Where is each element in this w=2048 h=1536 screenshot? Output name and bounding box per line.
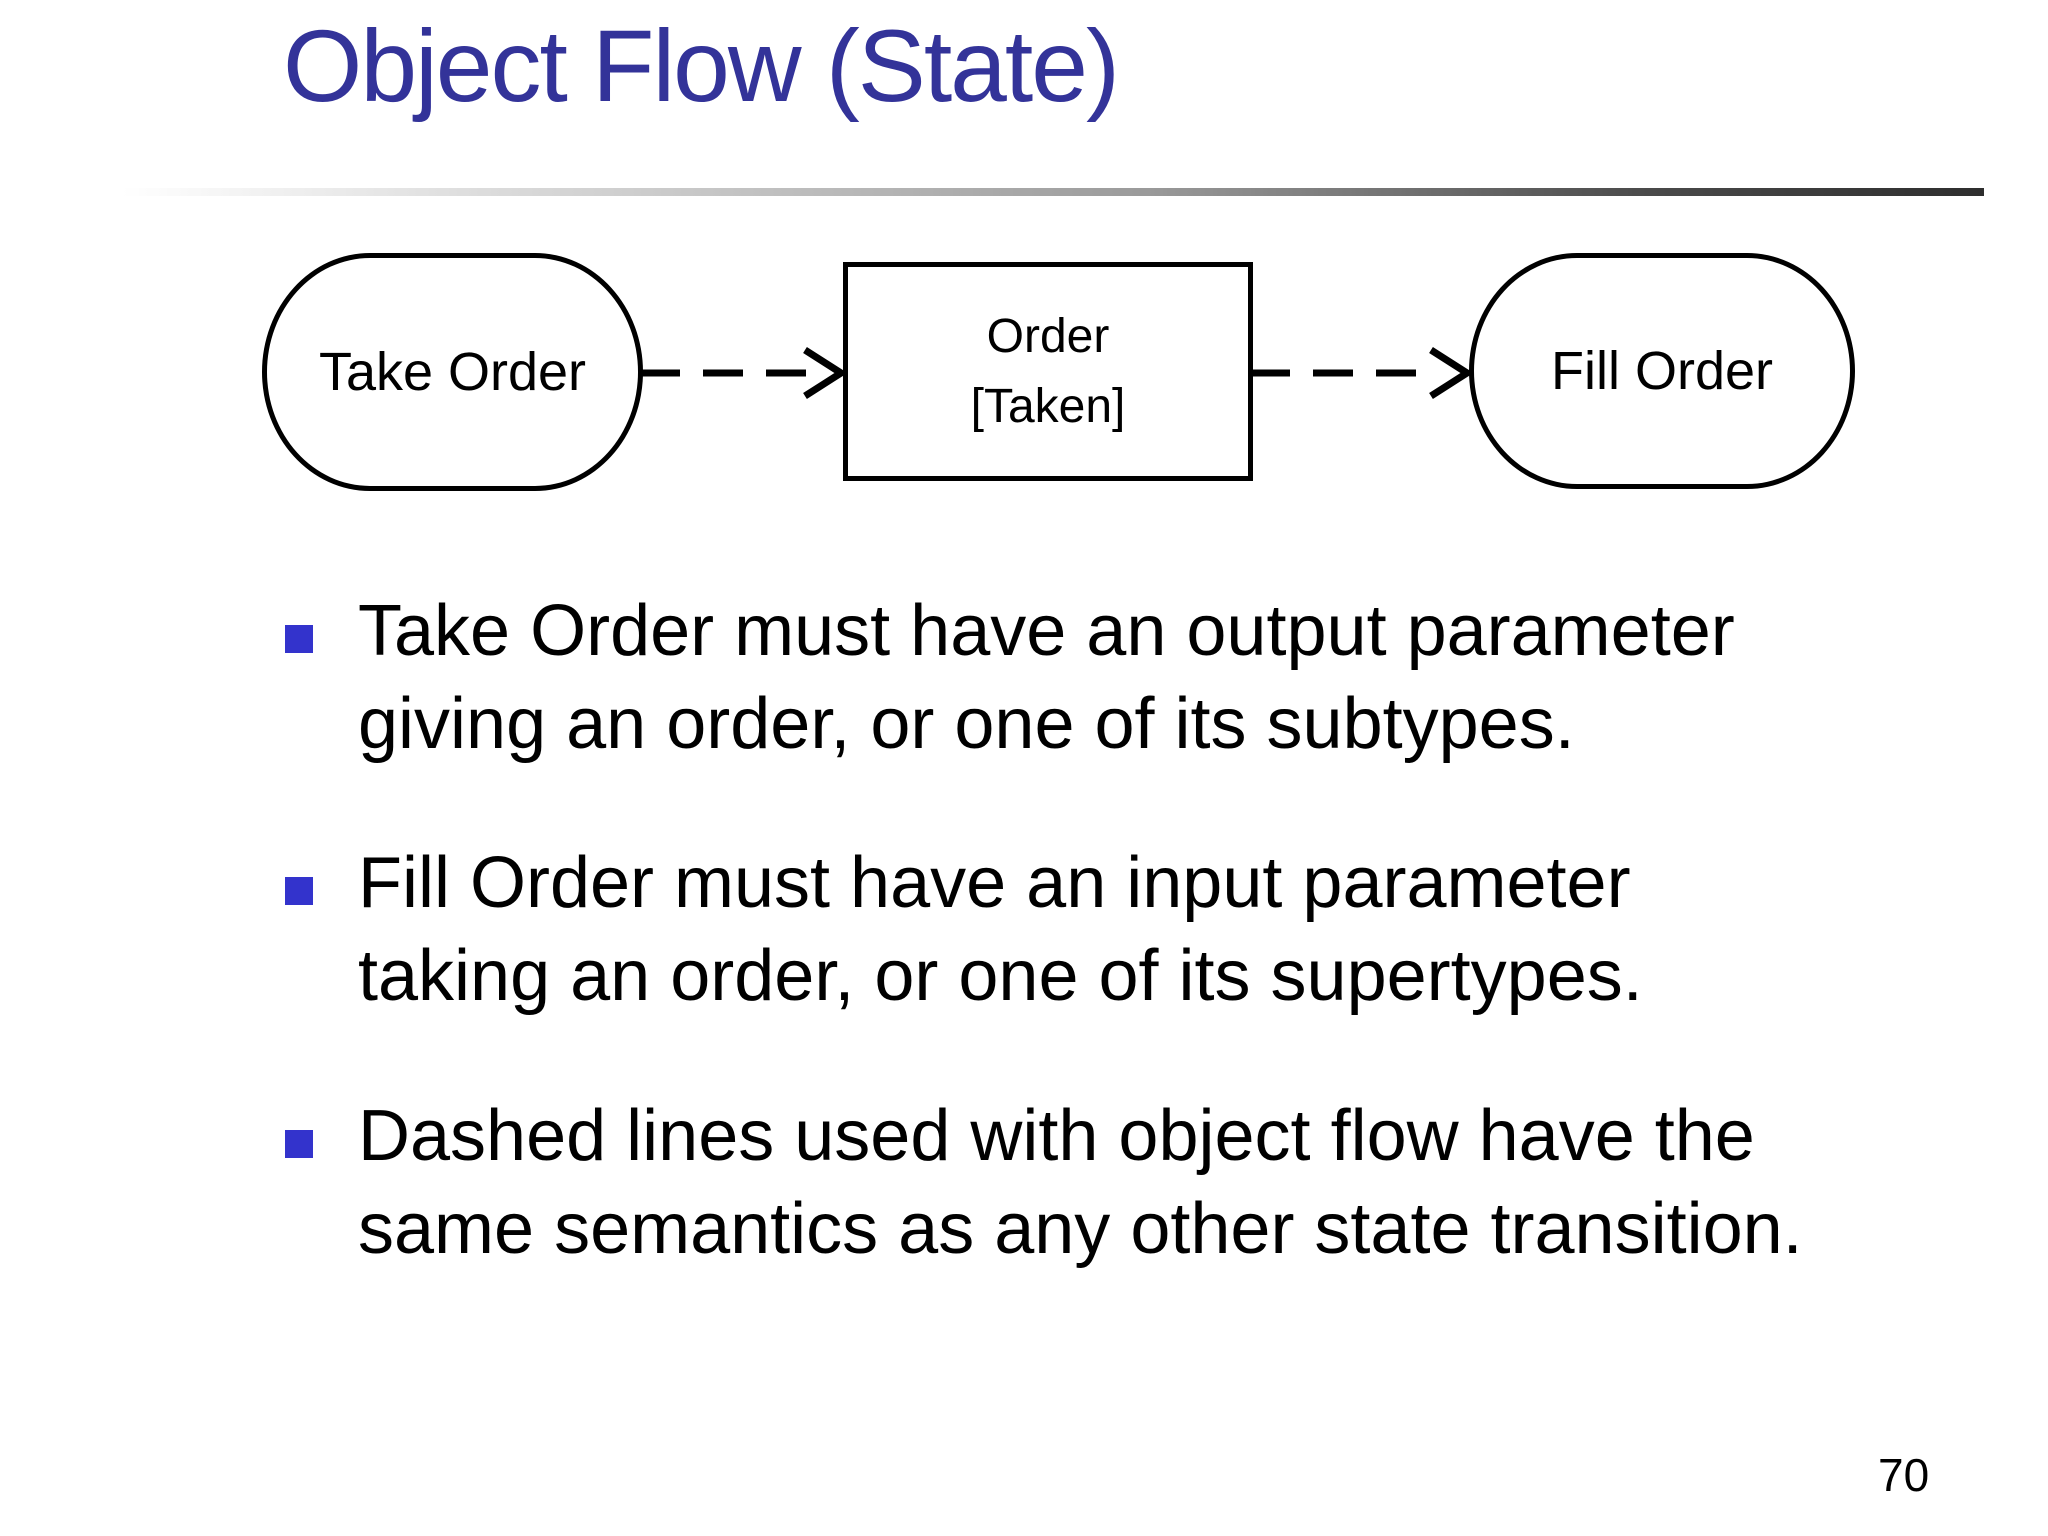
bullet-line: same semantics as any other state transi…	[358, 1189, 1803, 1269]
bullet-line: Dashed lines used with object flow have …	[358, 1096, 1755, 1176]
bullet-item: Fill Order must have an input parameter …	[285, 837, 1643, 1023]
bullet-line: taking an order, or one of its supertype…	[358, 936, 1643, 1016]
activity-node-label: Take Order	[318, 342, 587, 402]
bullet-text: Dashed lines used with object flow have …	[358, 1090, 1803, 1276]
bullet-line: Take Order must have an output parameter	[358, 591, 1735, 671]
object-flow-arrow-1	[640, 347, 847, 399]
slide-title: Object Flow (State)	[283, 9, 1120, 123]
bullet-item: Take Order must have an output parameter…	[285, 585, 1735, 771]
open-arrowhead-icon	[1429, 347, 1473, 399]
activity-node-label: Fill Order	[1550, 341, 1773, 401]
bullet-text: Take Order must have an output parameter…	[358, 585, 1735, 771]
object-node-state: [Taken]	[970, 379, 1126, 433]
open-arrowhead-icon	[803, 347, 847, 399]
page-number: 70	[1878, 1449, 1930, 1501]
activity-node-take-order: Take Order	[262, 253, 643, 491]
bullet-square-icon	[285, 877, 313, 905]
object-flow-arrow-2	[1250, 347, 1473, 399]
object-node-order-taken: Order [Taken]	[843, 262, 1253, 481]
object-node-name: Order	[986, 309, 1110, 363]
bullet-text: Fill Order must have an input parameter …	[358, 837, 1643, 1023]
bullet-line: giving an order, or one of its subtypes.	[358, 684, 1575, 764]
bullet-square-icon	[285, 625, 313, 653]
bullet-square-icon	[285, 1130, 313, 1158]
activity-node-fill-order: Fill Order	[1469, 253, 1855, 489]
title-divider	[122, 188, 1984, 196]
bullet-line: Fill Order must have an input parameter	[358, 843, 1631, 923]
bullet-item: Dashed lines used with object flow have …	[285, 1090, 1803, 1276]
